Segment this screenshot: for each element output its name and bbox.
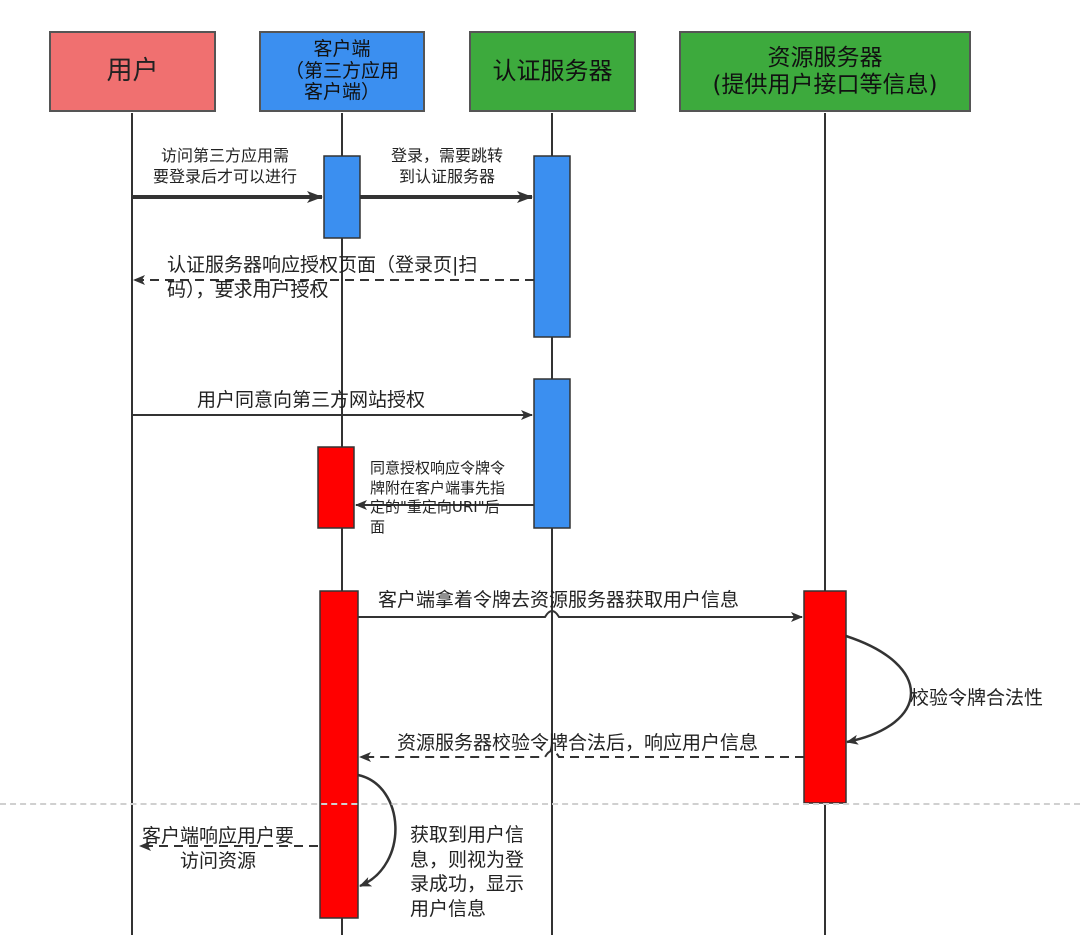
message-m8-label: 资源服务器校验令牌合法后，响应用户信息: [397, 732, 759, 754]
message-m9-label: 获取到用户信 息，则视为登 录成功，显示 用户信息: [410, 824, 525, 921]
arrow-m8: [359, 750, 804, 762]
participant-resource-label: 资源服务器 (提供用户接口等信息): [712, 45, 938, 98]
participant-user-label: 用户: [106, 55, 159, 86]
message-m3-label: 认证服务器响应授权页面（登录页|扫 码），要求用户授权: [167, 254, 478, 301]
arrow-m7-self: [845, 634, 913, 745]
participant-auth-label: 认证服务器: [492, 56, 613, 85]
arrow-m9-self: [357, 773, 397, 888]
message-m6-label: 客户端拿着令牌去资源服务器获取用户信息: [378, 589, 740, 611]
resource-activation-1: [803, 590, 847, 804]
participant-client-label: 客户端 （第三方应用 客户端）: [284, 37, 399, 104]
client-activation-2: [317, 446, 355, 529]
participant-resource: 资源服务器 (提供用户接口等信息): [679, 31, 971, 112]
participant-client: 客户端 （第三方应用 客户端）: [259, 31, 425, 112]
client-activation-1: [323, 155, 361, 239]
client-activation-3: [319, 590, 359, 919]
participant-user: 用户: [49, 31, 216, 112]
auth-activation-2: [533, 378, 571, 529]
message-m1-label: 访问第三方应用需 要登录后才可以进行: [152, 146, 297, 186]
participant-auth: 认证服务器: [469, 31, 636, 112]
arrow-m6: [358, 610, 803, 622]
separator-dashed-line: [0, 803, 1080, 805]
message-m5-label: 同意授权响应令牌令 牌附在客户端事先指 定的"重定向URI"后 面: [370, 459, 506, 536]
message-m2-label: 登录，需要跳转 到认证服务器: [390, 146, 503, 186]
message-m10-label: 客户端响应用户要 访问资源: [141, 825, 294, 872]
message-m4-label: 用户同意向第三方网站授权: [197, 389, 426, 411]
message-m7-label: 校验令牌合法性: [910, 687, 1044, 709]
auth-activation-1: [533, 155, 571, 338]
